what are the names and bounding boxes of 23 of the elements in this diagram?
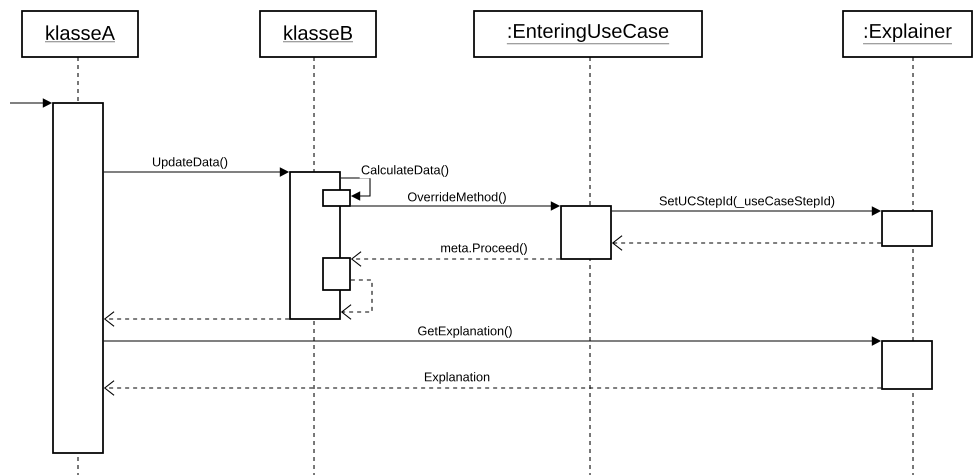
edge-label: SetUCStepId(_useCaseStepId) [658,194,836,210]
activation-bar [881,340,933,390]
lifeline-header: klasseA [21,10,139,58]
return-arrow [612,235,882,251]
activation-bar [322,189,351,207]
activation-bar [881,210,933,247]
return-arrow [104,380,882,396]
edge-label: UpdateData() [150,156,230,170]
lifeline-header: :EnteringUseCase [473,10,703,58]
return-arrow [104,311,290,327]
activation-bar [52,102,104,454]
edge-label: Explanation [422,370,492,386]
return-arrow [340,279,373,320]
lifeline-header: :Explainer [842,10,973,58]
activation-bar [322,257,351,291]
edge-label: meta.Proceed() [439,242,529,256]
activation-bar [560,205,612,260]
message-arrow [340,177,371,201]
edge-label: GetExplanation() [416,324,514,340]
lifeline-header: klasseB [259,10,377,58]
edge-label: OverrideMethod() [406,190,508,206]
edge-label: CalculateData() [360,164,450,178]
return-arrow [350,251,560,267]
